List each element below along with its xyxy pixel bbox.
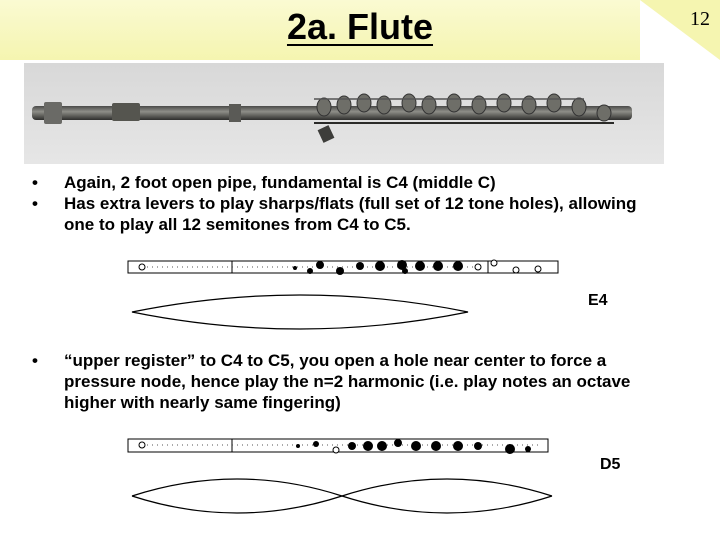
flute-photo <box>24 63 664 164</box>
slide-number: 12 <box>690 8 710 31</box>
note-label-d5: D5 <box>600 456 620 474</box>
bullet-levers: Has extra levers to play sharps/flats (f… <box>28 193 668 235</box>
bullet-upper-register: “upper register” to C4 to C5, you open a… <box>28 350 668 413</box>
pipe-diagram-d5 <box>120 436 560 524</box>
bullets-top: Again, 2 foot open pipe, fundamental is … <box>28 172 668 235</box>
slide-title: 2a. Flute <box>0 6 720 48</box>
bullets-bottom: “upper register” to C4 to C5, you open a… <box>28 350 668 413</box>
pipe-diagram-e4 <box>120 258 570 336</box>
note-label-e4: E4 <box>588 292 608 310</box>
bullet-fundamental: Again, 2 foot open pipe, fundamental is … <box>28 172 668 193</box>
